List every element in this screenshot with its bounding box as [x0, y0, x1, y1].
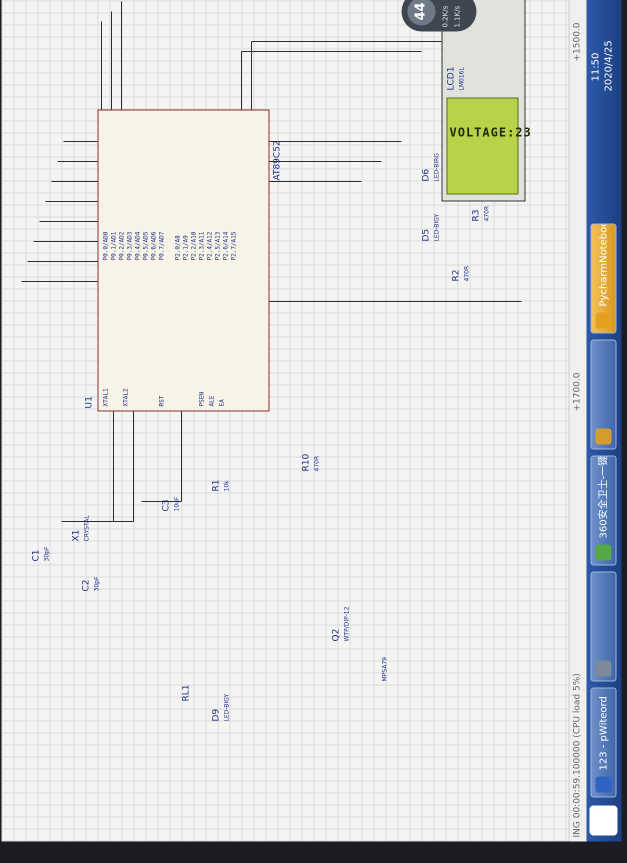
- c2-ref: C2: [81, 579, 92, 592]
- c2-value: 30pF: [93, 576, 101, 592]
- d6-ref: D6: [421, 168, 432, 182]
- schematic-wires: [21, 1, 522, 522]
- d5-part: LED-BIGY: [433, 213, 441, 242]
- app-icon: [595, 660, 612, 677]
- mcu-part: AT89C52: [272, 140, 283, 181]
- lcd-part: LM016L: [458, 67, 466, 91]
- pin-p02: P0.2/AD2: [118, 231, 126, 261]
- lcd-glass: VOLTAGE:23: [446, 97, 532, 195]
- pin-ea: EA: [218, 399, 226, 407]
- c1-ref: C1: [31, 549, 42, 562]
- pin-p27: P2.7/A15: [230, 231, 238, 261]
- pin-p21: P2.1/A9: [182, 235, 190, 261]
- pin-p05: P0.5/AD5: [142, 231, 150, 261]
- x1-ref: X1: [71, 529, 82, 542]
- network-gauge[interactable]: 44 0.2K/s 1.1K/s: [401, 0, 477, 32]
- gauge-line1: 0.2K/s: [441, 5, 450, 28]
- clock-time[interactable]: 11:50: [590, 52, 602, 82]
- pin-p26: P2.6/A14: [222, 231, 230, 261]
- pin-p04: P0.4/AD4: [134, 231, 142, 261]
- lcd-display-text: VOLTAGE:23: [449, 125, 532, 140]
- r10-ref: R10: [301, 453, 312, 472]
- c3-ref: C3: [161, 499, 172, 512]
- taskbar-button-label: PycharmNotebook...: [598, 223, 610, 307]
- word-icon: [595, 776, 612, 793]
- d6-part: LED-BIRG: [433, 153, 441, 182]
- clock-date[interactable]: 2020/4/25: [603, 40, 615, 92]
- rl1-ref: RL1: [181, 684, 192, 702]
- pin-p25: P2.5/A13: [214, 231, 222, 261]
- pin-p06: P0.6/AD6: [150, 231, 158, 261]
- mcu-ref: U1: [84, 396, 95, 409]
- lcd-ref: LCD1: [446, 66, 457, 91]
- pin-p24: P2.4/A12: [206, 231, 214, 261]
- q2-part: MPSA79: [381, 657, 389, 682]
- q2-label: WTP/DIP-12: [343, 606, 351, 642]
- taskbar-button-4[interactable]: PycharmNotebook...: [590, 223, 617, 334]
- r3-ref: R3: [471, 209, 482, 222]
- r10-value: 470R: [313, 455, 321, 472]
- gauge-value: 44: [407, 0, 436, 26]
- mcu-u1[interactable]: U1 AT89C52 XTAL1 XTAL2 RST PSEN ALE EA P…: [85, 109, 283, 412]
- d5-ref: D5: [421, 228, 432, 242]
- schematic-canvas[interactable]: U1 AT89C52 XTAL1 XTAL2 RST PSEN ALE EA P…: [1, 0, 592, 842]
- r2-value: 470R: [463, 265, 471, 282]
- start-button[interactable]: [589, 805, 618, 836]
- x1-part: CRYSTAL: [83, 515, 91, 542]
- status-coord-mid: +1700.0: [572, 372, 583, 412]
- pin-rst: RST: [158, 395, 166, 407]
- pin-ale: ALE: [208, 395, 216, 407]
- status-coord-right: +1500.0: [572, 22, 583, 62]
- pin-p23: P2.3/A11: [198, 231, 206, 261]
- pycharm-icon: [595, 312, 612, 329]
- taskbar-button-0[interactable]: 123 - pWiteord: [590, 687, 617, 798]
- taskbar-button-2[interactable]: 360安全卫士-一键: [590, 455, 617, 566]
- q2-ref: Q2: [331, 628, 342, 642]
- pin-p22: P2.2/A10: [190, 231, 198, 261]
- d9-ref: D9: [211, 708, 222, 722]
- folder-icon: [595, 428, 612, 445]
- r2-ref: R2: [451, 269, 462, 282]
- pin-p03: P0.3/AD3: [126, 231, 134, 261]
- r1-ref: R1: [211, 479, 222, 492]
- status-bar: ING 00:00:59.100000 (CPU load 5%) +1700.…: [568, 0, 588, 842]
- d9-part: LED-BIGY: [223, 693, 231, 722]
- pin-p07: P0.7/AD7: [158, 231, 166, 261]
- pin-p01: P0.1/AD1: [110, 231, 118, 261]
- gauge-line2: 1.1K/s: [453, 5, 462, 28]
- taskbar-button-label: 123 - pWiteord: [598, 696, 610, 771]
- windows-taskbar: 123 - pWiteord 360安全卫士-一键 PycharmNoteboo…: [586, 0, 622, 842]
- pin-p20: P2.0/A8: [174, 235, 182, 261]
- proteus-window: U1 AT89C52 XTAL1 XTAL2 RST PSEN ALE EA P…: [1, 0, 622, 842]
- taskbar-button-1[interactable]: [590, 571, 617, 682]
- taskbar-button-3[interactable]: [590, 339, 617, 450]
- taskbar-button-label: 360安全卫士-一键: [598, 455, 610, 539]
- pin-xtal2: XTAL2: [122, 388, 130, 407]
- r3-value: 470R: [483, 205, 491, 222]
- pin-psen: PSEN: [198, 392, 206, 407]
- c3-value: 10uF: [173, 496, 181, 512]
- pin-p00: P0.0/AD0: [102, 231, 110, 261]
- r1-value: 10k: [223, 480, 231, 492]
- pin-xtal1: XTAL1: [102, 388, 110, 407]
- security-icon: [595, 544, 612, 561]
- c1-value: 30pF: [43, 546, 51, 562]
- status-simulation-time: ING 00:00:59.100000 (CPU load 5%): [572, 673, 583, 838]
